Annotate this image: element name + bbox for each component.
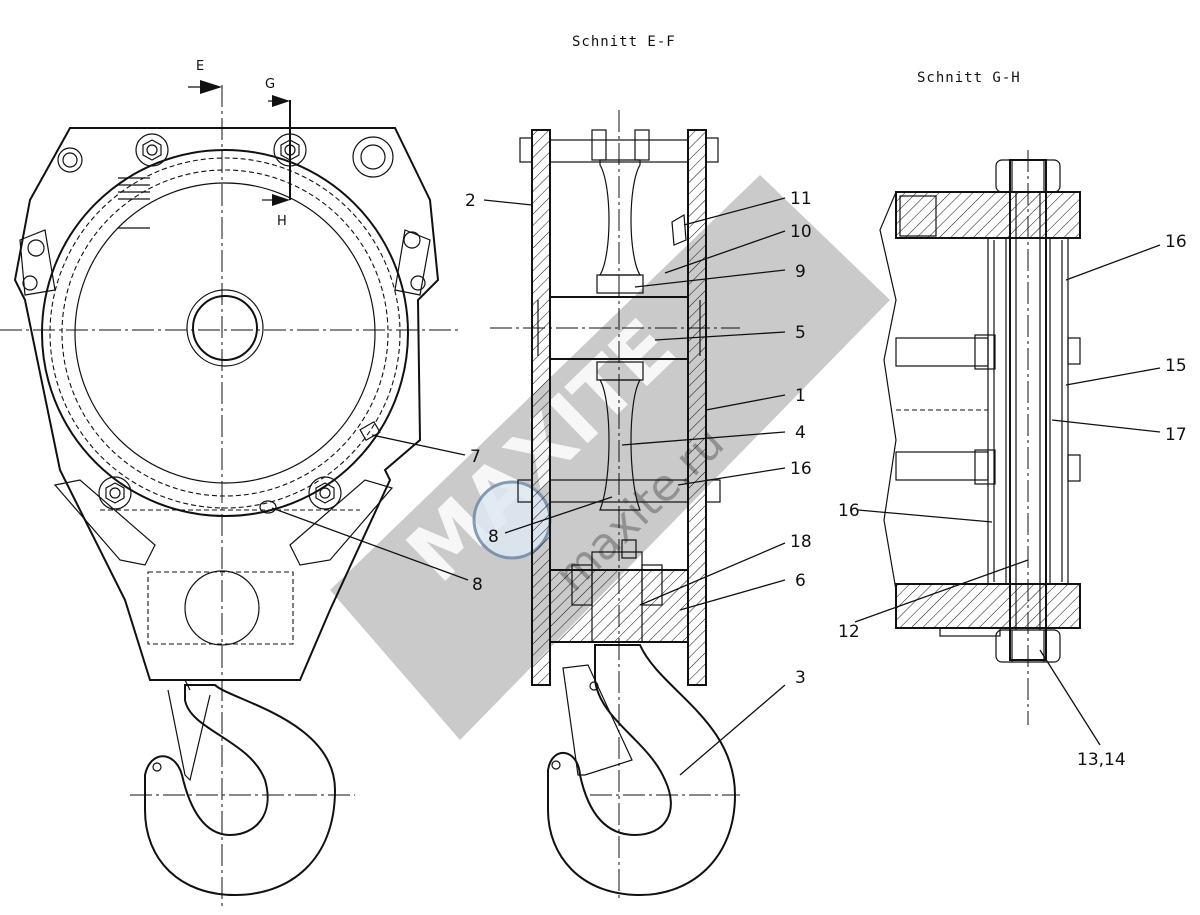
lower-sheave bbox=[598, 379, 642, 511]
side-plate-right bbox=[687, 129, 707, 686]
label-part-16-top-right: 16 bbox=[1165, 232, 1187, 252]
housing-outline bbox=[13, 127, 440, 681]
upper-sheave bbox=[598, 159, 642, 276]
section-mark-h: H bbox=[277, 214, 287, 229]
label-part-18: 18 bbox=[790, 532, 812, 552]
label-part-4: 4 bbox=[795, 423, 806, 443]
label-part-11: 11 bbox=[790, 189, 812, 209]
leader-lines bbox=[271, 197, 1161, 776]
label-part-9: 9 bbox=[795, 262, 806, 282]
section-mark-e: E bbox=[196, 59, 204, 74]
hook-front bbox=[144, 684, 337, 897]
label-part-6: 6 bbox=[795, 571, 806, 591]
front-view: E G H bbox=[0, 59, 460, 910]
label-part-3: 3 bbox=[795, 668, 806, 688]
label-part-5: 5 bbox=[795, 323, 806, 343]
label-part-12: 12 bbox=[838, 622, 860, 642]
section-ef-title: Schnitt E-F bbox=[572, 34, 676, 50]
label-part-8-front: 8 bbox=[472, 575, 483, 595]
label-part-16-middle: 16 bbox=[790, 459, 812, 479]
hook-section bbox=[547, 644, 737, 897]
label-part-7: 7 bbox=[470, 447, 481, 467]
section-ef-view: Schnitt E-F bbox=[490, 34, 740, 900]
part-labels: 2 11 10 9 5 1 4 16 8 18 6 3 7 8 16 15 17… bbox=[465, 189, 1187, 770]
label-part-10: 10 bbox=[790, 222, 812, 242]
label-part-8-middle: 8 bbox=[488, 527, 499, 547]
label-part-1: 1 bbox=[795, 386, 806, 406]
watermark: MAXITE maxite.ru bbox=[330, 175, 890, 740]
traverse-circle bbox=[184, 570, 260, 646]
axle-circle bbox=[192, 295, 258, 361]
label-part-17: 17 bbox=[1165, 425, 1187, 445]
label-part-16-left: 16 bbox=[838, 501, 860, 521]
label-part-2: 2 bbox=[465, 191, 476, 211]
section-gh-view: Schnitt G-H bbox=[879, 70, 1081, 725]
bottom-flange bbox=[895, 583, 1081, 629]
section-gh-title: Schnitt G-H bbox=[917, 70, 1021, 86]
side-plate-left bbox=[531, 129, 551, 686]
bottom-bolt-left bbox=[98, 476, 132, 510]
bottom-bolt-right bbox=[308, 476, 342, 510]
section-mark-g: G bbox=[265, 77, 275, 92]
label-part-15: 15 bbox=[1165, 356, 1187, 376]
label-part-13-14: 13,14 bbox=[1077, 750, 1126, 770]
top-bolt-left bbox=[135, 133, 169, 167]
sheave-outer-circle bbox=[41, 149, 409, 517]
top-flange bbox=[895, 191, 1081, 239]
